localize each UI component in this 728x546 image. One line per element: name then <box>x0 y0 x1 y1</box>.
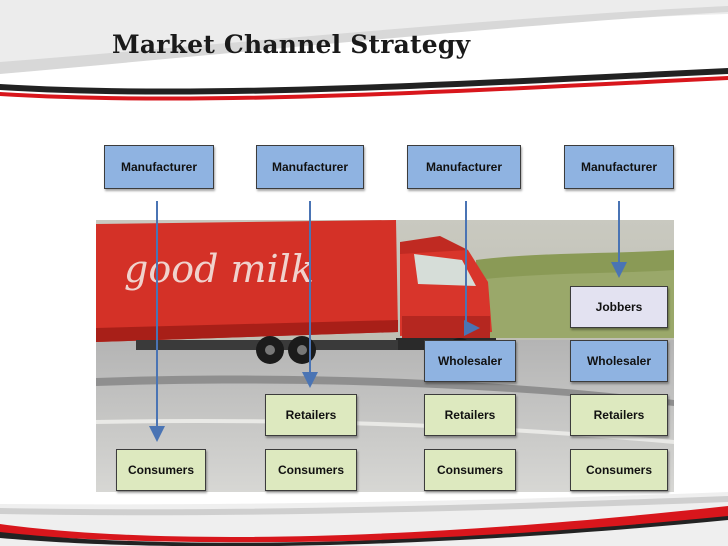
channel-1-consumers-box: Consumers <box>116 449 206 491</box>
channel-2-consumers-box: Consumers <box>265 449 357 491</box>
channel-4-manufacturer-box: Manufacturer <box>564 145 674 189</box>
channel-3-manufacturer-box: Manufacturer <box>407 145 521 189</box>
channel-1-manufacturer-box: Manufacturer <box>104 145 214 189</box>
channel-3-consumers-box: Consumers <box>424 449 516 491</box>
channel-2-manufacturer-box: Manufacturer <box>256 145 364 189</box>
channel-3-wholesaler-box: Wholesaler <box>424 340 516 382</box>
arrow-channel-3 <box>464 201 480 336</box>
channel-4-wholesaler-box: Wholesaler <box>570 340 668 382</box>
channel-4-retailers-box: Retailers <box>570 394 668 436</box>
channel-4-jobbers-box: Jobbers <box>570 286 668 328</box>
channel-2-retailers-box: Retailers <box>265 394 357 436</box>
truck-logo-text: good milk <box>124 247 314 291</box>
channel-3-retailers-box: Retailers <box>424 394 516 436</box>
channel-4-consumers-box: Consumers <box>570 449 668 491</box>
slide-title: Market Channel Strategy <box>112 30 471 59</box>
